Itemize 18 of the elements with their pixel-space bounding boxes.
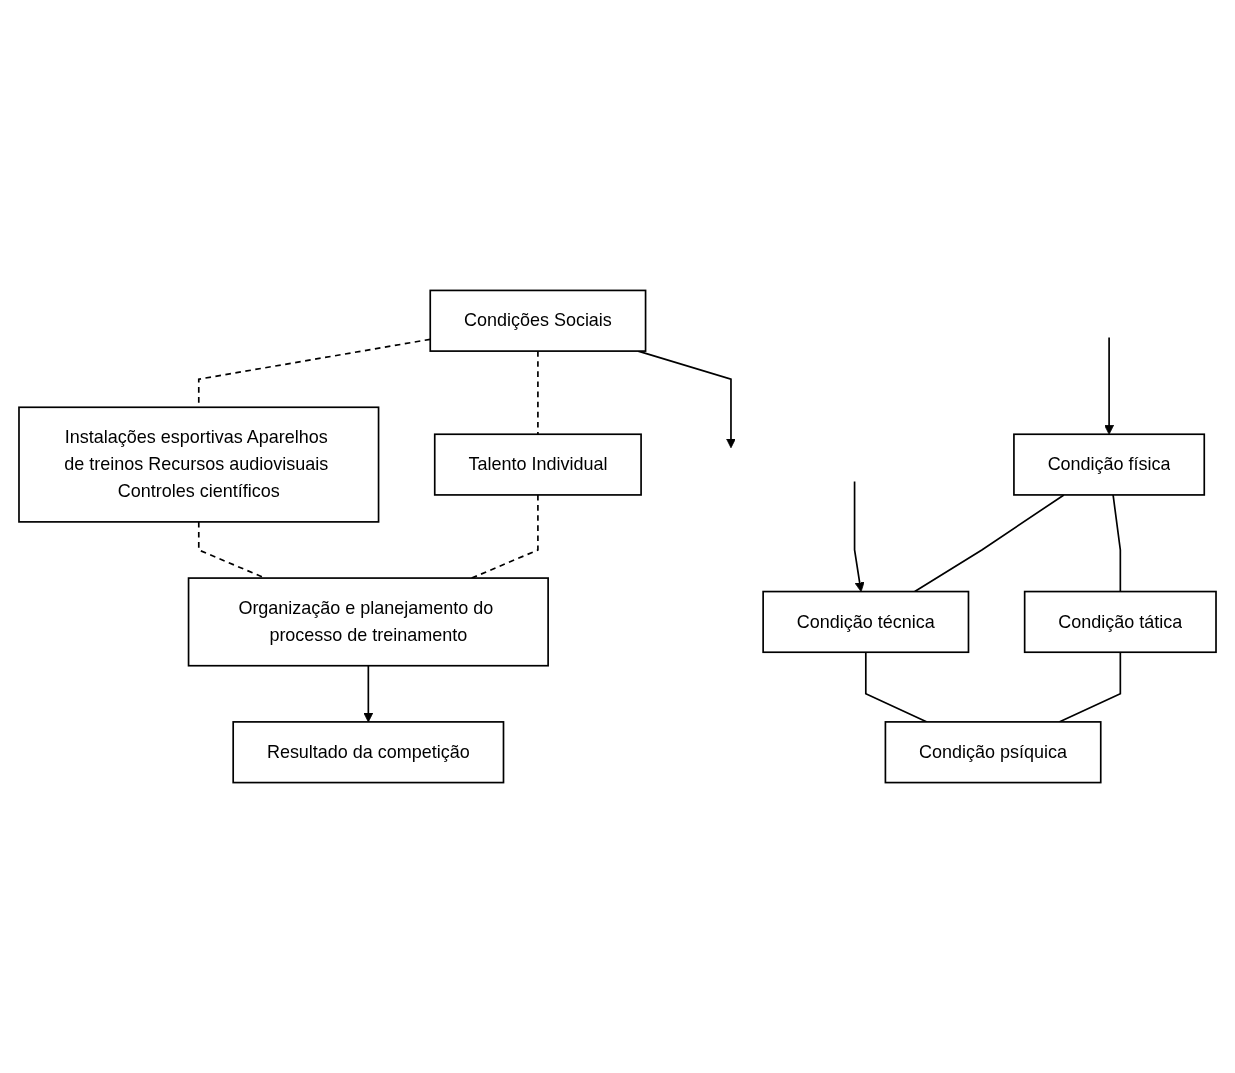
arrow [363,664,374,723]
connector [537,350,539,436]
arrow [853,480,865,592]
node-box: Talento Individual [433,433,642,496]
connector [913,494,1065,593]
node-box: Condição tática [1023,590,1217,654]
connector [470,494,539,579]
node-box: Resultado da competição [232,721,505,784]
node-box: Condição psíquica [884,721,1102,784]
node-box: Instalações esportivas Aparelhos de treinos Recursos audiovisuais Controles científicos [18,406,380,523]
arrow [1104,336,1115,435]
connector [864,651,928,723]
connector [1058,651,1122,723]
node-box: Organização e planejamento do processo de treinamento [187,577,549,667]
node-box: Condições Sociais [429,289,647,352]
node-box: Condição física [1013,433,1206,496]
connector [1112,494,1122,593]
node-box: Condição técnica [762,590,970,654]
